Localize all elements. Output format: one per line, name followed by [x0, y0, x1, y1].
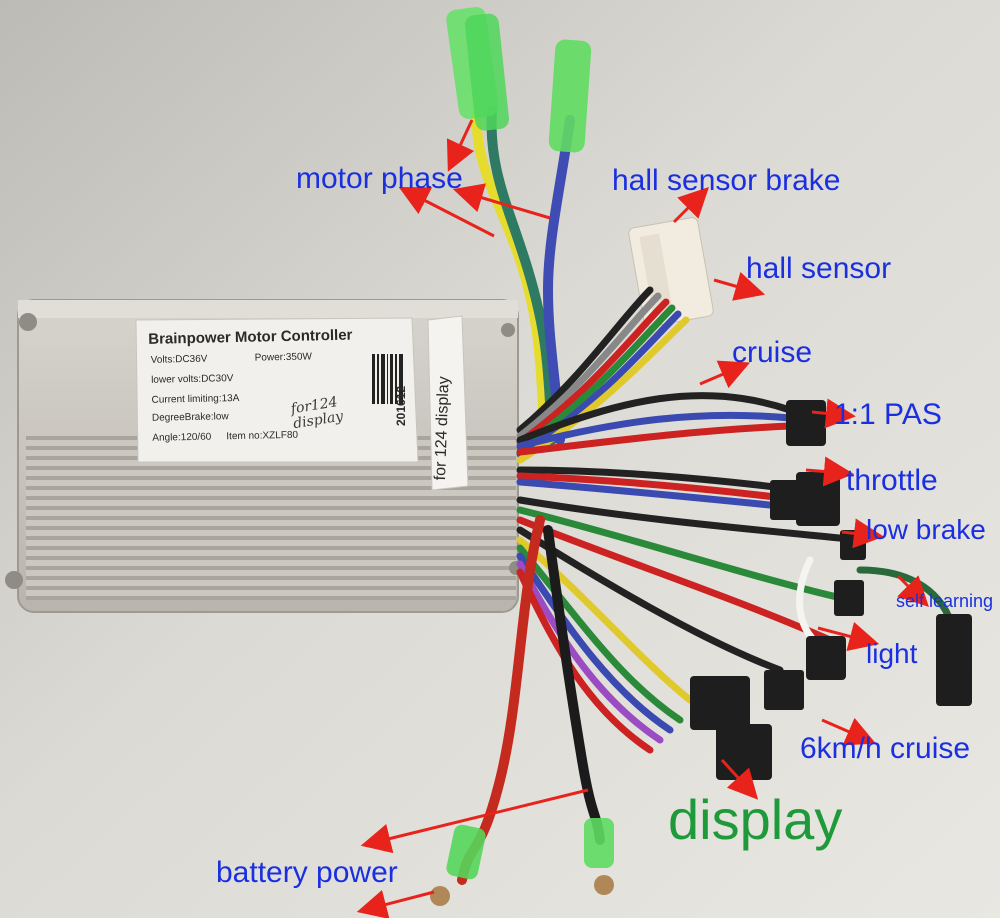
arrow-throttle	[805, 456, 854, 487]
label-degree: DegreeBrake:low	[151, 411, 229, 424]
callout-cruise: cruise	[732, 336, 813, 369]
arrow-hall-brake	[672, 187, 709, 224]
motor-phase-wires	[471, 95, 575, 445]
callout-throttle: throttle	[846, 464, 938, 497]
arrow-hall-sensor	[713, 271, 766, 301]
callout-hall-sensor-brake: hall sensor brake	[612, 164, 841, 197]
arrow-low-brake	[841, 518, 884, 549]
arrow-display	[720, 758, 759, 800]
label-lower-volts: lower volts:DC30V	[151, 373, 234, 386]
label-serial: 201612	[394, 385, 408, 426]
callout-low-brake: low brake	[866, 514, 986, 545]
callout-display: display	[668, 788, 843, 851]
arrow-6kmh	[821, 717, 876, 746]
arrow-battery-1	[360, 788, 589, 854]
display-sticker	[427, 315, 469, 491]
label-item: Item no:XZLF80	[226, 429, 299, 443]
arrow-motor-phase-3	[452, 183, 551, 220]
barcode	[372, 354, 403, 404]
arrow-motor-phase-1	[446, 119, 475, 172]
label-title: Brainpower Motor Controller	[148, 326, 353, 348]
callout-hall-sensor: hall sensor	[746, 252, 892, 285]
battery-connectors	[430, 818, 614, 906]
signal-wires	[516, 286, 959, 754]
callout-motor-phase: motor phase	[296, 162, 463, 195]
callout-arrows	[356, 119, 929, 918]
controller-label-text: Brainpower Motor Controller Volts:DC36V …	[142, 320, 415, 460]
arrow-self-learning	[896, 574, 929, 607]
callout-self-learning: self learning	[896, 591, 994, 611]
callout-light: light	[866, 638, 918, 669]
arrow-pas	[811, 398, 856, 429]
motor-phase-connectors	[446, 7, 592, 153]
hall-sensor-connector	[628, 217, 714, 327]
callout-pas: 1:1 PAS	[834, 398, 942, 431]
label-handwriting: for124 display	[289, 394, 345, 433]
label-volts: Volts:DC36V	[150, 353, 208, 366]
label-current: Current limiting:13A	[151, 392, 240, 406]
label-power: Power:350W	[254, 351, 313, 364]
sticker-text: for 124 display	[432, 376, 453, 481]
arrow-battery-2	[356, 889, 435, 918]
callout-6kmh-cruise: 6km/h cruise	[800, 732, 971, 765]
label-angle: Angle:120/60	[152, 431, 212, 444]
arrow-motor-phase-2	[398, 187, 495, 238]
callout-battery-power: battery power	[216, 856, 398, 889]
arrow-cruise	[699, 360, 751, 389]
controller-label	[135, 317, 419, 463]
arrow-light	[817, 621, 880, 651]
black-connectors	[690, 400, 972, 780]
